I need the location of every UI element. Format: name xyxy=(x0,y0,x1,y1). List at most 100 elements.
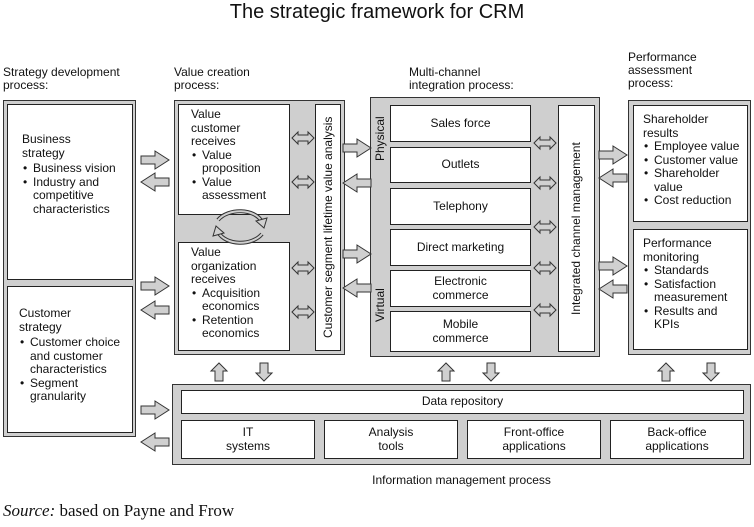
source-caption: Source: based on Payne and Frow xyxy=(3,501,234,521)
channel-label: commerce xyxy=(432,330,489,345)
header-line: process: xyxy=(174,78,220,92)
arrow-up-icon xyxy=(210,362,228,382)
integrated-channel-box: Integrated channel management xyxy=(558,105,595,352)
customer-strategy-title: Customer strategy xyxy=(19,306,72,334)
list-item: Segment granularity xyxy=(20,376,126,404)
channel-label: Outlets xyxy=(441,157,480,172)
list-item: Cost reduction xyxy=(644,193,745,208)
it-systems-box: IT systems xyxy=(181,420,315,459)
source-text: based on Payne and Frow xyxy=(55,501,235,520)
arrow-left-icon xyxy=(342,278,372,298)
business-strategy-box: Business strategy Business vision Indust… xyxy=(7,104,133,280)
arrow-left-icon xyxy=(342,173,372,193)
shareholder-results-title: Shareholder results xyxy=(643,112,709,140)
integrated-channel-label: Integrated channel management xyxy=(569,142,583,315)
channel-sales-force: Sales force xyxy=(390,105,531,142)
header-line: process: xyxy=(3,78,49,92)
channel-label: Sales force xyxy=(430,115,491,130)
header-line: integration process: xyxy=(409,78,514,92)
list-item: Shareholder value xyxy=(644,166,724,194)
list-item: Value assessment xyxy=(192,175,282,203)
customer-strategy-list: Customer choice and customer characteris… xyxy=(19,335,126,404)
header-multi-channel: Multi-channel integration process: xyxy=(409,66,514,92)
value-organization-box: Value organization receives Acquisition … xyxy=(178,242,290,351)
performance-monitoring-list: Standards Satisfaction measurement Resul… xyxy=(643,263,745,332)
diagram-title: The strategic framework for CRM xyxy=(229,1,525,23)
system-label: applications xyxy=(645,438,709,453)
arrow-right-icon xyxy=(598,145,628,165)
information-management-label: Information management process xyxy=(372,473,551,487)
arrow-right-icon xyxy=(140,276,170,296)
arrow-left-icon xyxy=(140,432,170,452)
value-organization-title: Value organization receives xyxy=(191,245,257,286)
system-label: IT xyxy=(242,425,254,439)
customer-strategy-box: Customer strategy Customer choice and cu… xyxy=(7,286,133,433)
channel-telephony: Telephony xyxy=(390,188,531,225)
analysis-tools-box: Analysis tools xyxy=(324,420,458,459)
channel-mobile-commerce: Mobile commerce xyxy=(390,311,531,352)
list-item: Satisfaction measurement xyxy=(644,277,744,305)
channel-outlets: Outlets xyxy=(390,147,531,183)
arrow-up-icon xyxy=(657,362,675,382)
header-line: process: xyxy=(628,76,674,90)
back-office-box: Back-office applications xyxy=(610,420,744,459)
value-organization-list: Acquisition economics Retention economic… xyxy=(191,286,288,341)
lifetime-value-label: Customer segment lifetime value analysis xyxy=(321,116,335,339)
arrow-right-icon xyxy=(598,256,628,276)
system-label: applications xyxy=(502,438,566,453)
arrow-left-icon xyxy=(140,300,170,320)
arrow-up-icon xyxy=(437,362,455,382)
data-repository-box: Data repository xyxy=(181,390,744,414)
arrow-down-icon xyxy=(482,362,500,382)
system-label: Analysis xyxy=(368,425,414,439)
arrow-right-icon xyxy=(342,244,372,264)
arrow-left-icon xyxy=(140,172,170,192)
arrow-down-icon xyxy=(255,362,273,382)
channel-label: Telephony xyxy=(433,198,488,213)
system-label: Front-office xyxy=(503,425,565,439)
shareholder-results-box: Shareholder results Employee value Custo… xyxy=(633,105,748,222)
system-label: Back-office xyxy=(647,425,707,439)
list-item: Customer choice and customer characteris… xyxy=(20,335,126,377)
header-strategy-development: Strategy development process: xyxy=(3,66,120,92)
arrow-down-icon xyxy=(702,362,720,382)
list-item: Retention economics xyxy=(192,313,288,341)
lifetime-value-box: Customer segment lifetime value analysis xyxy=(315,104,341,351)
channel-label: Mobile xyxy=(442,317,479,331)
list-item: Acquisition economics xyxy=(192,286,288,314)
channel-label: Direct marketing xyxy=(416,239,505,254)
list-item: Business vision xyxy=(23,161,129,176)
physical-label: Physical xyxy=(373,116,387,162)
value-customer-list: Value proposition Value assessment xyxy=(191,148,282,203)
virtual-label: Virtual xyxy=(373,288,387,322)
arrow-left-icon xyxy=(598,168,628,188)
performance-monitoring-box: Performance monitoring Standards Satisfa… xyxy=(633,229,748,350)
header-line: assessment xyxy=(628,63,693,77)
system-label: tools xyxy=(378,438,404,453)
list-item: Customer value xyxy=(644,153,745,168)
performance-monitoring-title: Performance monitoring xyxy=(643,236,712,264)
list-item: Standards xyxy=(644,263,745,278)
header-line: Value creation xyxy=(174,65,250,79)
shareholder-results-list: Employee value Customer value Shareholde… xyxy=(643,139,745,208)
header-line: Strategy development xyxy=(3,65,120,79)
data-repository-label: Data repository xyxy=(421,394,504,409)
business-strategy-title: Business strategy xyxy=(22,132,71,160)
channel-direct-marketing: Direct marketing xyxy=(390,229,531,266)
header-line: Multi-channel xyxy=(409,65,481,79)
header-performance-assessment: Performance assessment process: xyxy=(628,51,697,90)
channel-label: commerce xyxy=(432,287,489,302)
arrow-right-icon xyxy=(140,400,170,420)
channel-label: Electronic xyxy=(434,274,487,288)
front-office-box: Front-office applications xyxy=(467,420,601,459)
source-label: Source: xyxy=(3,501,56,520)
header-value-creation: Value creation process: xyxy=(174,66,250,92)
arrow-left-icon xyxy=(598,279,628,299)
arrow-right-icon xyxy=(342,138,372,158)
channel-electronic-commerce: Electronic commerce xyxy=(390,270,531,307)
value-customer-title: Value customer receives xyxy=(191,107,241,148)
system-label: systems xyxy=(225,438,270,453)
header-line: Performance xyxy=(628,50,697,64)
list-item: Industry and competitive characteristics xyxy=(23,175,129,217)
value-customer-box: Value customer receives Value propositio… xyxy=(178,104,290,215)
